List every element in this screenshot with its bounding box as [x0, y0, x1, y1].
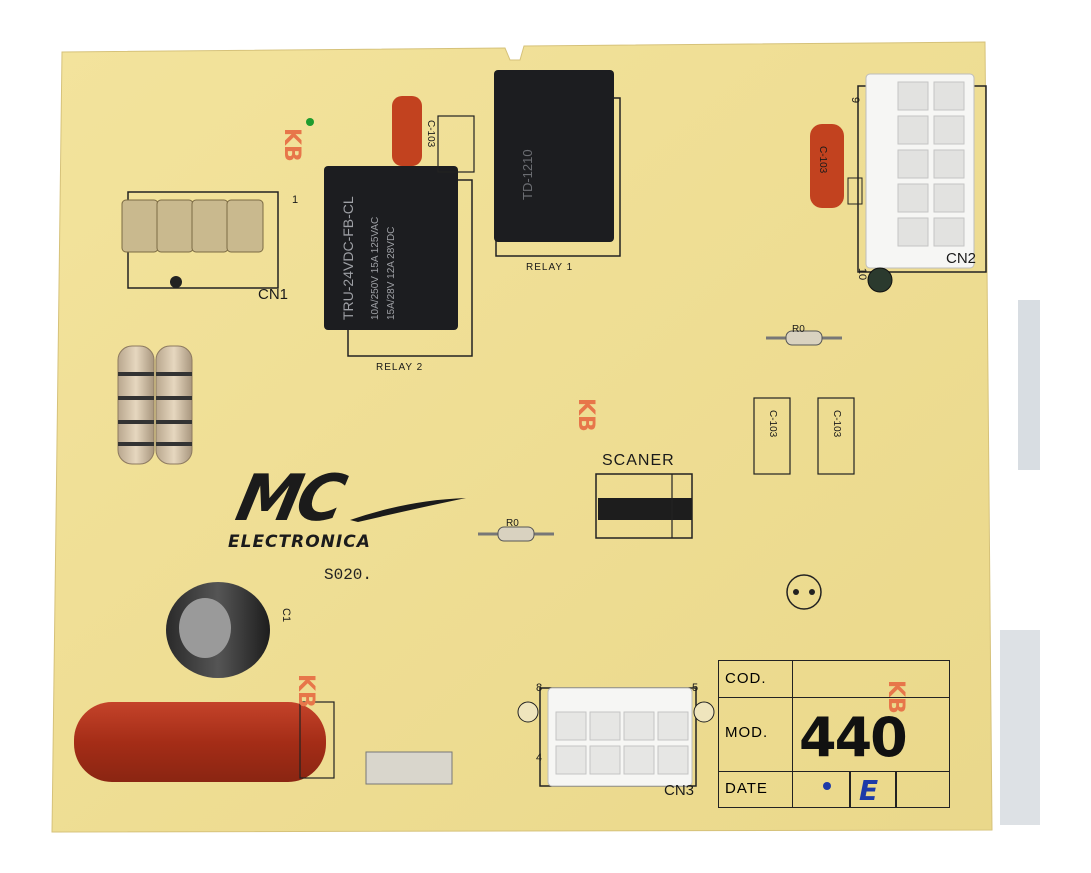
side-bracket — [1018, 300, 1040, 470]
kb-mark: KB — [293, 674, 318, 708]
relay2-marking: 10A/250V 15A 125VAC — [370, 216, 381, 320]
pcb-board — [51, 41, 993, 833]
kb-mark: KB — [279, 128, 304, 162]
cn3-label: CN3 — [664, 782, 695, 799]
capacitor-small — [810, 124, 844, 208]
r0-jumper — [766, 330, 842, 346]
c103-label: C-103 — [831, 410, 842, 438]
pin-label: 8 — [536, 682, 543, 694]
relay1-body — [494, 70, 614, 242]
cap-outline — [437, 115, 475, 173]
scaner-label: SCANER — [602, 452, 675, 469]
mod-row: MOD. 440 — [719, 698, 949, 772]
date-row: DATE E — [719, 772, 949, 807]
c1-label: C1 — [280, 608, 292, 623]
date-label: DATE — [719, 772, 793, 807]
cn2-pins — [897, 81, 965, 247]
relay2-label: RELAY 2 — [376, 362, 424, 373]
electrolytic-capacitor — [166, 582, 270, 678]
power-resistors — [117, 345, 193, 465]
film-capacitor — [74, 702, 326, 782]
pin-label: 9 — [849, 96, 862, 104]
pin-label: 4 — [536, 752, 543, 764]
mod-value-handwritten: 440 — [799, 706, 908, 769]
capacitor-small — [392, 96, 422, 166]
cap-outline — [753, 397, 791, 475]
cap-outline — [817, 397, 855, 475]
c103-label: C-103 — [425, 120, 436, 148]
brand-swoosh — [350, 498, 466, 522]
pin-label: 5 — [692, 682, 699, 694]
cod-label: COD. — [719, 661, 793, 697]
pin-label: 10 — [856, 267, 869, 281]
mount-hole — [170, 276, 182, 288]
board-code: S020. — [324, 566, 373, 584]
pin-label: 1 — [292, 194, 299, 206]
mount-hole — [867, 267, 893, 293]
cod-row: COD. — [719, 661, 949, 698]
info-table: COD. MOD. 440 DATE E — [718, 660, 950, 808]
mod-label: MOD. — [719, 698, 793, 771]
relay2-body — [324, 166, 458, 330]
date-value-handwritten: E — [859, 774, 879, 807]
test-point — [786, 574, 822, 610]
relay2-marking: 15A/28V 12A 28VDC — [386, 226, 397, 320]
brand-logo: MC ELECTRONICA — [228, 462, 468, 557]
cn3-pins — [555, 711, 689, 775]
indicator-dot — [306, 118, 314, 126]
board-cutout — [365, 751, 453, 785]
r0-jumper — [478, 526, 554, 542]
relay1-label: RELAY 1 — [526, 262, 574, 273]
r0-label: R0 — [506, 518, 519, 529]
cn2-label: CN2 — [946, 250, 977, 267]
brand-mc: MC — [230, 462, 349, 536]
r0-label: R0 — [792, 324, 805, 335]
relay2-marking: TRU-24VDC-FB-CL — [340, 196, 356, 320]
c103-label: C-103 — [767, 410, 778, 438]
cn1-terminals — [121, 199, 264, 253]
relay1-marking: TD-1210 — [520, 149, 535, 200]
side-bracket — [1000, 630, 1040, 825]
c103-label: C-103 — [817, 146, 828, 174]
scaner-header — [598, 498, 692, 520]
kb-mark: KB — [573, 398, 598, 432]
date-dot — [823, 782, 831, 790]
cn1-label: CN1 — [258, 286, 289, 303]
cap-outline — [847, 177, 863, 205]
brand-electronica: ELECTRONICA — [228, 532, 371, 552]
